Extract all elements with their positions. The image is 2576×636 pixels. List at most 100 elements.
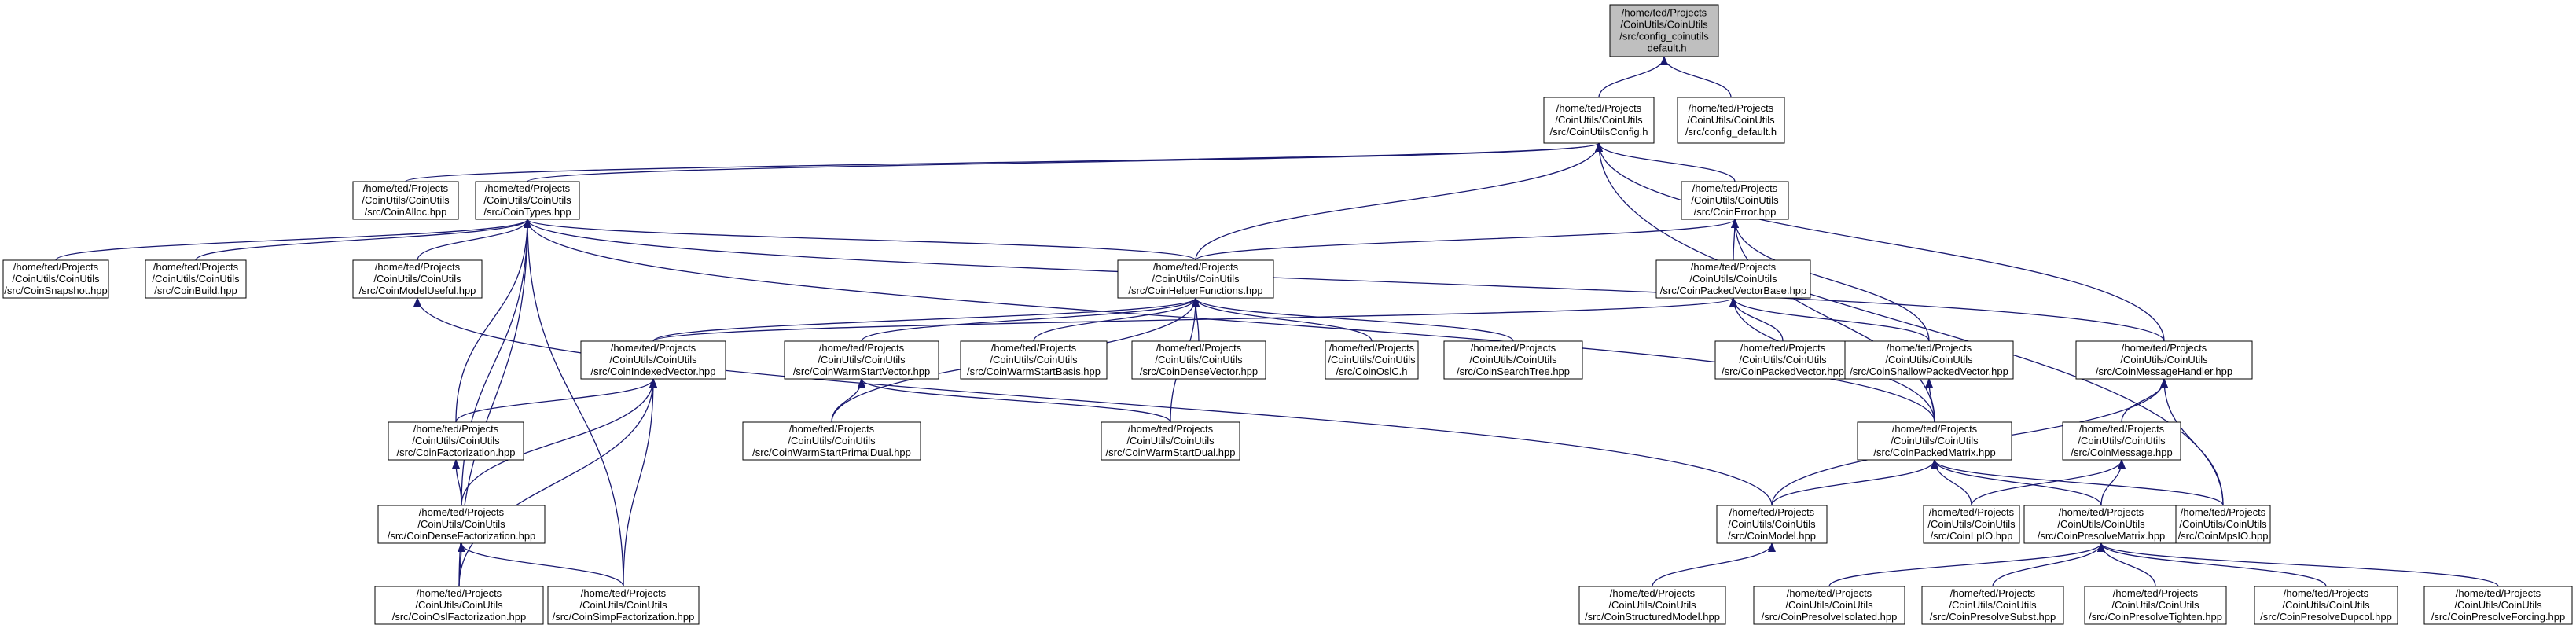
node-label-line: /src/CoinSearchTree.hpp — [1457, 366, 1570, 377]
node-box[interactable] — [1131, 340, 1266, 380]
node-sm[interactable]: /home/ted/Projects/CoinUtils/CoinUtils/s… — [1578, 586, 1726, 625]
node-iso[interactable]: /home/ted/Projects/CoinUtils/CoinUtils/s… — [1753, 586, 1905, 625]
edge-cfgh-to-root — [1598, 56, 1668, 98]
edge-model-to-pm — [1771, 459, 1938, 506]
edge-iv-to-help — [652, 297, 1200, 342]
node-wsb[interactable]: /home/ted/Projects/CoinUtils/CoinUtils/s… — [960, 340, 1108, 380]
node-box[interactable] — [1655, 259, 1811, 299]
node-box[interactable] — [742, 421, 921, 461]
node-pv[interactable]: /home/ted/Projects/CoinUtils/CoinUtils/s… — [1714, 340, 1851, 380]
node-types[interactable]: /home/ted/Projects/CoinUtils/CoinUtils/s… — [475, 181, 580, 220]
edge-dup-to-prm — [2097, 542, 2327, 587]
node-mh[interactable]: /home/ted/Projects/CoinUtils/CoinUtils/s… — [2075, 340, 2253, 380]
node-df[interactable]: /home/ted/Projects/CoinUtils/CoinUtils/s… — [377, 505, 546, 544]
node-box[interactable] — [374, 586, 544, 625]
node-osic[interactable]: /home/ted/Projects/CoinUtils/CoinUtils/s… — [1325, 340, 1419, 380]
node-st[interactable]: /home/ted/Projects/CoinUtils/CoinUtils/s… — [1443, 340, 1583, 380]
edge-snap-to-types — [55, 219, 531, 261]
node-box[interactable] — [1716, 505, 1828, 544]
node-spv[interactable]: /home/ted/Projects/CoinUtils/CoinUtils/s… — [1844, 340, 2014, 380]
node-box[interactable] — [580, 340, 726, 380]
node-box[interactable] — [2423, 586, 2573, 625]
node-wsv[interactable]: /home/ted/Projects/CoinUtils/CoinUtils/s… — [784, 340, 939, 380]
node-box[interactable] — [784, 340, 939, 380]
node-box[interactable] — [1117, 259, 1274, 299]
node-box[interactable] — [2062, 421, 2181, 461]
node-box[interactable] — [377, 505, 546, 544]
node-box[interactable] — [1844, 340, 2014, 380]
node-box[interactable] — [145, 259, 247, 299]
node-mps[interactable]: /home/ted/Projects/CoinUtils/CoinUtils/s… — [2175, 505, 2271, 544]
node-oslf[interactable]: /home/ted/Projects/CoinUtils/CoinUtils/s… — [374, 586, 544, 625]
node-label-line: /CoinUtils/CoinUtils — [417, 518, 505, 530]
node-label-line: /src/CoinTypes.hpp — [483, 206, 571, 218]
node-sub[interactable]: /home/ted/Projects/CoinUtils/CoinUtils/s… — [1921, 586, 2064, 625]
node-dup[interactable]: /home/ted/Projects/CoinUtils/CoinUtils/s… — [2254, 586, 2398, 625]
node-iv[interactable]: /home/ted/Projects/CoinUtils/CoinUtils/s… — [580, 340, 726, 380]
node-box[interactable] — [1578, 586, 1726, 625]
node-label-line: /CoinUtils/CoinUtils — [1328, 354, 1416, 366]
node-label-line: /home/ted/Projects — [2456, 587, 2541, 599]
node-root[interactable]: /home/ted/Projects/CoinUtils/CoinUtils/s… — [1609, 4, 1719, 57]
node-msg[interactable]: /home/ted/Projects/CoinUtils/CoinUtils/s… — [2062, 421, 2181, 461]
node-box[interactable] — [2, 259, 109, 299]
node-label-line: /CoinUtils/CoinUtils — [12, 273, 100, 285]
node-simp[interactable]: /home/ted/Projects/CoinUtils/CoinUtils/s… — [547, 586, 700, 625]
node-forc[interactable]: /home/ted/Projects/CoinUtils/CoinUtils/s… — [2423, 586, 2573, 625]
node-mu[interactable]: /home/ted/Projects/CoinUtils/CoinUtils/s… — [352, 259, 483, 299]
node-pm[interactable]: /home/ted/Projects/CoinUtils/CoinUtils/s… — [1857, 421, 2012, 461]
node-error[interactable]: /home/ted/Projects/CoinUtils/CoinUtils/s… — [1681, 181, 1789, 220]
node-tig[interactable]: /home/ted/Projects/CoinUtils/CoinUtils/s… — [2084, 586, 2227, 625]
node-box[interactable] — [1677, 97, 1785, 144]
node-box[interactable] — [2075, 340, 2253, 380]
node-alloc[interactable]: /home/ted/Projects/CoinUtils/CoinUtils/s… — [352, 181, 459, 220]
node-box[interactable] — [1753, 586, 1905, 625]
node-box[interactable] — [352, 181, 459, 220]
node-box[interactable] — [960, 340, 1108, 380]
node-box[interactable] — [2175, 505, 2271, 544]
node-label-line: /CoinUtils/CoinUtils — [1891, 435, 1979, 447]
node-box[interactable] — [1101, 421, 1240, 461]
node-box[interactable] — [1921, 586, 2064, 625]
node-pvb[interactable]: /home/ted/Projects/CoinUtils/CoinUtils/s… — [1655, 259, 1811, 299]
node-lpio[interactable]: /home/ted/Projects/CoinUtils/CoinUtils/s… — [1923, 505, 2020, 544]
node-box[interactable] — [352, 259, 483, 299]
edge-alloc-to-cfgh — [405, 142, 1603, 182]
node-box[interactable] — [1857, 421, 2012, 461]
node-label-line: /src/CoinWarmStartPrimalDual.hpp — [752, 447, 911, 458]
edge-sm-to-model — [1652, 542, 1776, 587]
node-label-line: /home/ted/Projects — [611, 342, 696, 354]
node-box[interactable] — [2254, 586, 2398, 625]
edge-spv-to-error — [1731, 219, 1930, 342]
node-label-line: /src/CoinPresolveIsolated.hpp — [1762, 611, 1898, 623]
node-dv[interactable]: /home/ted/Projects/CoinUtils/CoinUtils/s… — [1131, 340, 1266, 380]
node-box[interactable] — [2023, 505, 2179, 544]
node-build[interactable]: /home/ted/Projects/CoinUtils/CoinUtils/s… — [145, 259, 247, 299]
node-cfgh[interactable]: /home/ted/Projects/CoinUtils/CoinUtils/s… — [1543, 97, 1655, 144]
edge-fact-to-types — [455, 219, 531, 423]
node-box[interactable] — [1609, 4, 1719, 57]
node-box[interactable] — [1443, 340, 1583, 380]
node-label-line: /src/CoinDenseVector.hpp — [1140, 366, 1258, 377]
node-cfgdef[interactable]: /home/ted/Projects/CoinUtils/CoinUtils/s… — [1677, 97, 1785, 144]
node-box[interactable] — [2084, 586, 2227, 625]
node-box[interactable] — [1543, 97, 1655, 144]
edge-help-to-error — [1195, 219, 1739, 261]
node-box[interactable] — [475, 181, 580, 220]
node-box[interactable] — [388, 421, 524, 461]
node-box[interactable] — [1681, 181, 1789, 220]
node-help[interactable]: /home/ted/Projects/CoinUtils/CoinUtils/s… — [1117, 259, 1274, 299]
node-wspd[interactable]: /home/ted/Projects/CoinUtils/CoinUtils/s… — [742, 421, 921, 461]
node-snap[interactable]: /home/ted/Projects/CoinUtils/CoinUtils/s… — [2, 259, 109, 299]
node-box[interactable] — [1714, 340, 1851, 380]
node-box[interactable] — [547, 586, 700, 625]
node-box[interactable] — [1923, 505, 2020, 544]
node-label-line: /CoinUtils/CoinUtils — [1687, 114, 1775, 126]
node-wsd[interactable]: /home/ted/Projects/CoinUtils/CoinUtils/s… — [1101, 421, 1240, 461]
node-label-line: /home/ted/Projects — [1691, 261, 1777, 273]
node-model[interactable]: /home/ted/Projects/CoinUtils/CoinUtils/s… — [1716, 505, 1828, 544]
edge-df-to-iv — [461, 378, 657, 506]
node-box[interactable] — [1325, 340, 1419, 380]
node-fact[interactable]: /home/ted/Projects/CoinUtils/CoinUtils/s… — [388, 421, 524, 461]
node-prm[interactable]: /home/ted/Projects/CoinUtils/CoinUtils/s… — [2023, 505, 2179, 544]
